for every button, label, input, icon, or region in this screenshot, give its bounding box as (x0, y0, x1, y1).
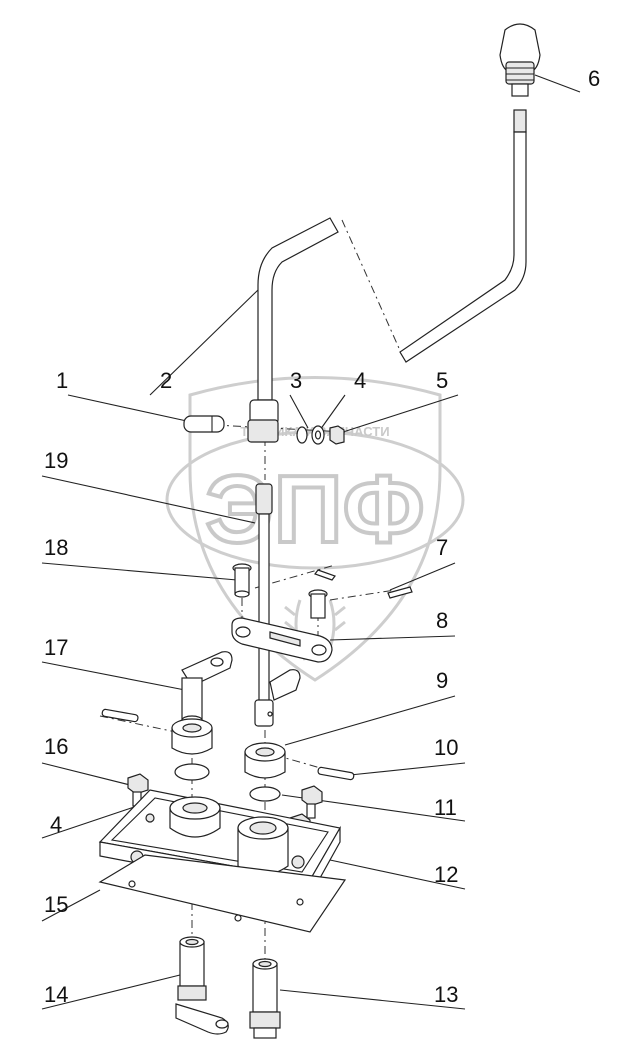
part-3-washer (296, 426, 308, 444)
part-18-pin (232, 563, 252, 598)
part-9-collars (171, 718, 286, 779)
callout-17: 17 (44, 635, 68, 660)
part-15-gasket (98, 854, 347, 933)
callout-5: 5 (436, 368, 448, 393)
callout-1: 1 (56, 368, 68, 393)
rod-lever-arm (269, 669, 301, 701)
part-5-nut (329, 425, 345, 445)
part-7-cotter-pins (308, 569, 413, 619)
callout-14: 14 (44, 982, 68, 1007)
callout-6: 6 (588, 66, 600, 91)
part-10-spring-pins (101, 708, 355, 781)
part-11-o-rings (174, 763, 281, 802)
callout-19: 19 (44, 448, 68, 473)
part-4-lock-washer (311, 425, 325, 445)
part-2-lever (247, 217, 339, 443)
callout-12: 12 (434, 862, 458, 887)
callout-16: 16 (44, 734, 68, 759)
part-19-rod (254, 483, 274, 727)
callout-4-lower: 4 (50, 812, 62, 837)
part-14-shaft-arm (175, 936, 229, 1035)
callout-18: 18 (44, 535, 68, 560)
callout-10: 10 (434, 735, 458, 760)
callout-3: 3 (290, 368, 302, 393)
part-6-shift-lever (399, 23, 541, 363)
part-8-link (231, 617, 333, 663)
part-17-lever-shaft (181, 651, 233, 725)
watermark-logo-text: ЭПФ (205, 456, 424, 563)
part-1-pin (183, 415, 225, 433)
callout-13: 13 (434, 982, 458, 1007)
callout-labels: 1 2 3 4 5 6 7 8 9 10 11 12 13 14 15 16 1… (44, 66, 600, 1007)
callout-8: 8 (436, 608, 448, 633)
callout-7: 7 (436, 535, 448, 560)
callout-11: 11 (434, 795, 457, 820)
callout-9: 9 (436, 668, 448, 693)
leader-lines (41, 74, 581, 1010)
callout-15: 15 (44, 892, 68, 917)
watermark: ТЕХНИКА И ЗАПЧАСТИ ЭПФ (165, 376, 465, 682)
part-13-shaft (249, 958, 281, 1039)
callout-2: 2 (160, 368, 172, 393)
callout-4: 4 (354, 368, 366, 393)
